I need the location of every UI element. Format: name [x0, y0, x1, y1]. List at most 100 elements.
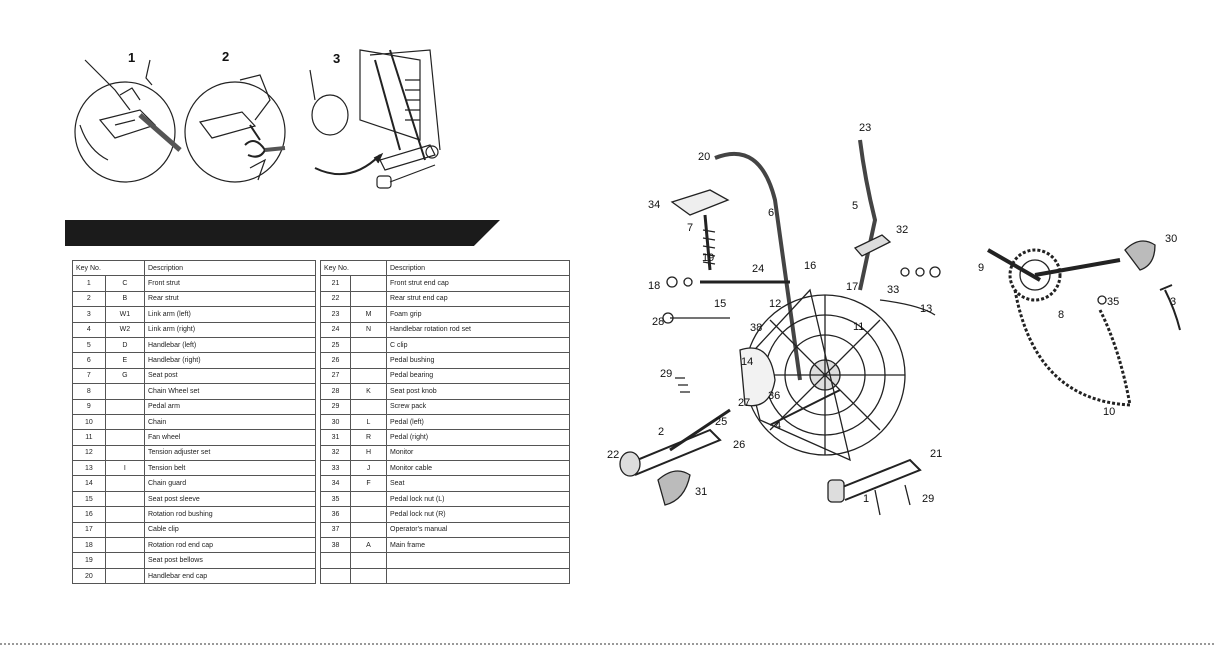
key-letter-cell — [104, 521, 146, 539]
callout-28: 28 — [652, 316, 665, 328]
callout-19: 19 — [702, 252, 715, 264]
key-letter-cell — [104, 537, 146, 554]
key-letter-cell: K — [350, 383, 387, 400]
step-1-illustration — [74, 59, 182, 183]
pedal-left — [1124, 240, 1156, 271]
key-no-cell: 17 — [72, 521, 106, 539]
callout-27: 27 — [738, 397, 751, 409]
key-letter-cell — [104, 506, 146, 523]
key-letter-cell — [350, 506, 387, 523]
callout-20: 20 — [698, 151, 711, 163]
key-no-cell: 15 — [72, 490, 106, 508]
key-letter-cell: C — [104, 275, 146, 292]
description-cell: Rotation rod end cap — [144, 537, 316, 554]
chain-wheel — [1008, 248, 1062, 302]
key-no-cell: 38 — [320, 537, 351, 554]
description-cell: Pedal bearing — [386, 367, 570, 385]
key-no-cell: 19 — [72, 552, 106, 569]
description-header: Description — [386, 259, 570, 277]
key-no-cell: 27 — [320, 367, 351, 385]
callout-4: 4 — [775, 420, 782, 432]
description-cell: Handlebar rotation rod set — [386, 321, 570, 338]
key-letter-cell: H — [350, 444, 387, 462]
step-3-illustration — [309, 49, 441, 189]
key-no-cell — [320, 567, 351, 585]
key-letter-cell — [350, 352, 387, 369]
handlebar-left — [714, 151, 802, 381]
callout-26: 26 — [733, 439, 746, 451]
callout-33: 33 — [887, 284, 900, 296]
key-no-cell: 11 — [72, 429, 106, 446]
key-letter-cell — [104, 444, 146, 462]
description-cell: Seat post — [144, 367, 316, 385]
description-cell: Tension belt — [144, 460, 316, 477]
callout-3: 3 — [1170, 296, 1177, 308]
description-cell: Seat — [386, 475, 570, 492]
key-letter-cell — [104, 383, 146, 400]
key-letter-cell: L — [350, 413, 387, 431]
key-no-cell: 20 — [72, 567, 106, 585]
callout-18: 18 — [648, 280, 661, 292]
description-cell: Chain — [144, 413, 316, 431]
description-cell: Front strut — [144, 275, 316, 292]
key-no-cell: 22 — [320, 290, 351, 308]
key-no-cell: 12 — [72, 444, 106, 462]
description-header: Description — [144, 259, 316, 277]
callout-29b: 29 — [922, 493, 935, 505]
table-row: 29 Screw pack — [320, 398, 570, 415]
key-letter-cell: F — [350, 475, 387, 492]
key-no-cell: 18 — [72, 537, 106, 554]
description-cell: Pedal arm — [144, 398, 316, 415]
key-letter-cell — [350, 521, 387, 539]
seat — [670, 189, 730, 216]
key-letter-cell — [350, 552, 387, 569]
description-cell: Pedal bushing — [386, 352, 570, 369]
description-cell: Pedal lock nut (L) — [386, 490, 570, 508]
callout-14: 14 — [741, 356, 754, 368]
key-letter-cell: W1 — [104, 306, 146, 323]
key-letter-cell — [104, 490, 146, 508]
key-letter-cell — [350, 367, 387, 385]
description-cell: Pedal (left) — [386, 413, 570, 431]
description-cell: Rear strut end cap — [386, 290, 570, 308]
key-letter-cell — [104, 552, 146, 569]
step-1-label: 1 — [128, 50, 136, 65]
key-letter-cell — [350, 398, 387, 415]
key-no-cell: 2 — [72, 290, 106, 308]
key-letter-cell: W2 — [104, 321, 146, 338]
callout-36: 36 — [768, 390, 781, 402]
description-cell: Chain guard — [144, 475, 316, 492]
key-no-cell: 1 — [72, 275, 106, 292]
key-no-cell: 31 — [320, 429, 351, 446]
key-no-cell: 10 — [72, 413, 106, 431]
callout-21: 21 — [930, 448, 943, 460]
key-no-cell: 28 — [320, 383, 351, 400]
description-cell: Seat post sleeve — [144, 490, 316, 508]
key-no-cell: 37 — [320, 521, 351, 539]
callout-29a: 29 — [660, 368, 673, 380]
key-no-cell: 5 — [72, 336, 106, 354]
table-row: 10 Chain — [72, 413, 316, 431]
description-cell: Handlebar (right) — [144, 352, 316, 369]
description-cell: Pedal lock nut (R) — [386, 506, 570, 523]
description-cell: Screw pack — [386, 398, 570, 415]
callout-1: 1 — [863, 493, 870, 505]
callout-10: 10 — [1103, 406, 1116, 418]
key-letter-cell — [350, 490, 387, 508]
table-row: 18 Rotation rod end cap — [72, 537, 316, 554]
key-no-cell: 6 — [72, 352, 106, 369]
key-no-cell: 29 — [320, 398, 351, 415]
